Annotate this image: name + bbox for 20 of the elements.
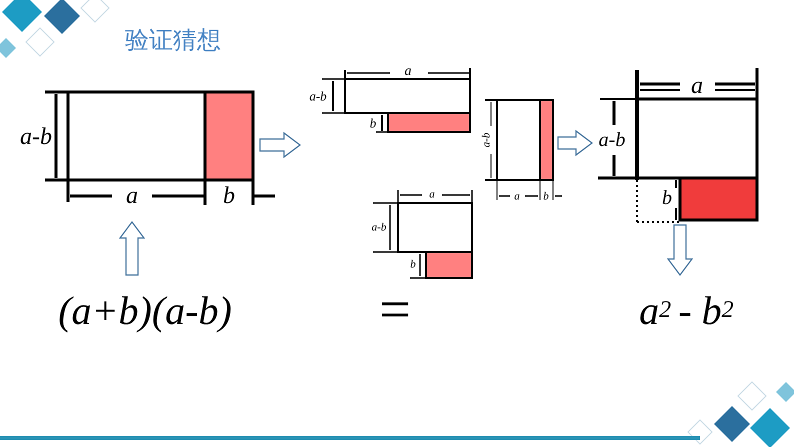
- dimension-label: a-b: [309, 90, 327, 102]
- dimension-label: a: [429, 190, 435, 200]
- block-arrow: [118, 221, 146, 276]
- block-arrow: [259, 132, 301, 158]
- dimension-label: a-b: [372, 222, 386, 234]
- dimension-label: a: [691, 74, 703, 98]
- dimension-label: b: [370, 116, 376, 130]
- dimension-label: a: [126, 184, 138, 208]
- dimension-label: b: [662, 188, 672, 208]
- dimension-label: a-b: [598, 130, 626, 150]
- dimension-label: a-b: [20, 125, 52, 149]
- formula-text: (a+b)(a-b): [35, 275, 255, 345]
- dimension-label: b: [410, 260, 416, 270]
- slide-title: 验证猜想: [125, 25, 221, 56]
- formula-text: =: [365, 285, 425, 335]
- block-arrow: [666, 224, 694, 276]
- dimension-label: b: [223, 184, 235, 208]
- block-arrow: [557, 130, 593, 156]
- formula-text: a$^{2}$ - b$^{2}$: [615, 275, 765, 345]
- dimension-label: a: [404, 65, 412, 79]
